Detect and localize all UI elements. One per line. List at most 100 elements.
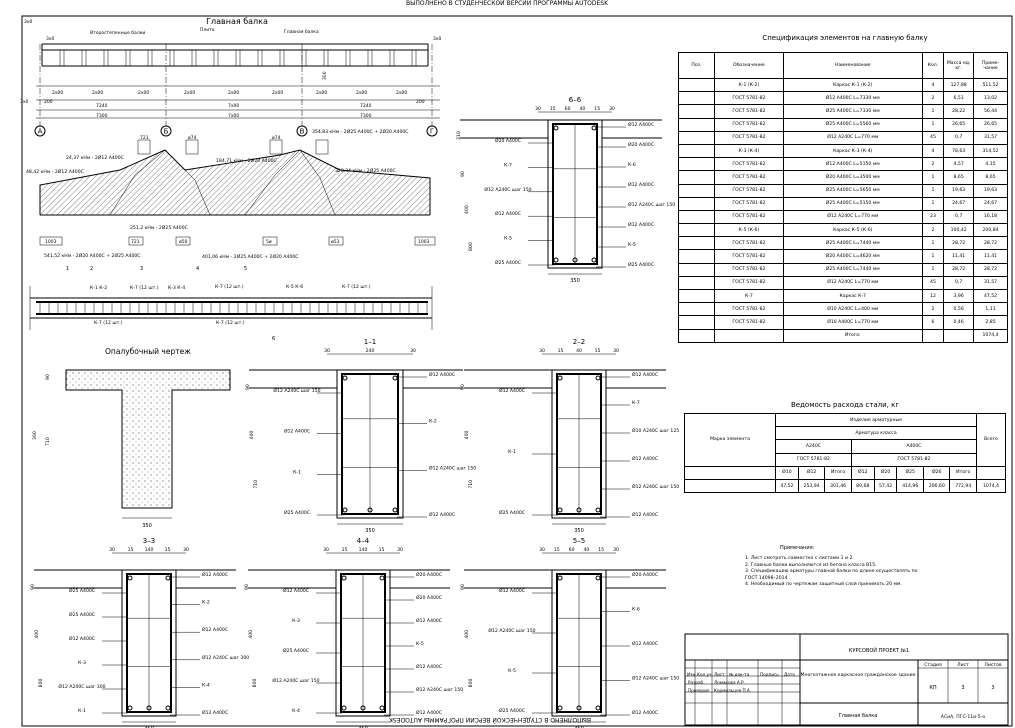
callout-moment-3: 184,71 кНм - 2Ø20 А400С	[216, 157, 277, 164]
spec-cell: 1	[921, 196, 945, 211]
spec-cell: 3,96	[943, 288, 975, 304]
section-top-dim: 15	[595, 348, 601, 354]
section-top-dim: 30	[609, 106, 615, 112]
steel-value: 1074,4	[976, 478, 1006, 494]
section-top-dim: 15	[165, 547, 171, 553]
section-callout-right: Ø12 А400С	[202, 626, 228, 633]
spec-cell: Ø12 А400С L=5150 мм	[782, 157, 923, 172]
section-top-dim: 30	[410, 348, 416, 354]
tb-role-1: Разраб.	[688, 680, 704, 685]
callout-moment-2: 48,42 кНм - 2Ø12 А400С	[26, 168, 84, 175]
section-title: 3–3	[143, 537, 155, 545]
spec-header-note: Приме- чание	[973, 52, 1008, 79]
section-callout-right: Ø12 А240С шаг 150	[416, 686, 463, 693]
section-side-dim: 90	[460, 384, 466, 390]
spec-cell: 78,63	[943, 143, 975, 159]
callout-moment-6: 251,2 кНм - 2Ø25 А400С	[130, 224, 188, 231]
spec-cell: Каркас К-5 (К-6)	[782, 223, 923, 238]
spec-cell: 4,57	[943, 157, 975, 172]
spec-cell	[678, 236, 715, 251]
spec-cell: 1074,4	[973, 328, 1008, 343]
axis-v: В	[300, 128, 305, 136]
section-callout-left: Ø12 А240С шаг 150	[273, 387, 320, 394]
spec-cell: 8,65	[973, 170, 1008, 185]
mark-7: 721	[140, 135, 149, 141]
dim-support-2: 200	[416, 99, 425, 105]
steel-diam-header: Ø20	[873, 465, 898, 480]
steel-gost-a240: ГОСТ 5781-82	[775, 452, 852, 467]
section-callout-right: Ø20 А400С	[416, 571, 442, 578]
section-callout-right: К-6	[628, 162, 636, 168]
section-callout-right: Ø12 А400С	[632, 640, 658, 647]
spec-cell: 0,46	[943, 315, 975, 330]
spec-cell: Ø12 А240С L=770 мм	[782, 209, 923, 225]
tb-col-list: Лист	[714, 672, 725, 677]
section-top-dim: 40	[583, 547, 589, 553]
section-callout-left: К-7	[504, 162, 512, 168]
material-diagram: 24,37 кНм - 2Ø12 А400С 48,42 кНм - 2Ø12 …	[26, 128, 436, 260]
dim-span-1: 2х00	[52, 90, 63, 96]
callout-moment-4: 320,34 кНм - 2Ø25 А400С	[335, 167, 396, 174]
formwork-title: Опалубочный чертеж	[105, 347, 191, 356]
section-top-dim: 60	[565, 106, 571, 112]
spec-cell: Ø10 А240С L=400 мм	[782, 302, 923, 317]
title-sheet: 3	[961, 685, 964, 691]
steel-diam-header: Итого	[824, 465, 852, 480]
steel-class-header: Арматура класса	[775, 426, 977, 441]
tb-name-1: Ломакова А.Р.	[714, 680, 745, 685]
mark-2: 721	[131, 239, 140, 245]
spec-cell	[678, 288, 715, 304]
dim-bay-1: 7240	[96, 103, 108, 109]
spec-cell: 11,41	[973, 249, 1008, 264]
section-side-dim: 90	[245, 384, 251, 390]
section-top-dim: 30	[323, 547, 329, 553]
section-side-dim: 800	[252, 678, 258, 687]
spec-cell: 2	[921, 302, 945, 317]
spec-table-title: Спецификация элементов на главную балку	[762, 34, 928, 42]
section-side-dim: 400	[34, 630, 40, 639]
section-callout-right: К-2	[202, 600, 210, 606]
frame-label-8: К-7 (12 шт.)	[216, 320, 245, 326]
spec-cell: К-3 (К-4)	[713, 143, 784, 159]
section-callout-right: К-2	[429, 419, 437, 425]
spec-row: Итого:1074,4	[678, 328, 1008, 343]
section-callout-left: К-1	[78, 708, 86, 714]
section-callout-left: К-3	[78, 660, 86, 666]
section-title: 5–5	[573, 537, 585, 545]
spec-cell: 26,65	[943, 117, 975, 132]
spec-cell: 31,57	[973, 130, 1008, 145]
section-callout-left: Ø12 А400С	[283, 587, 309, 594]
spec-cell: ГОСТ 5781-82	[713, 236, 784, 251]
section-callout-right: Ø12 А400С	[202, 571, 228, 578]
steel-value: 414,96	[896, 478, 924, 494]
section-side-dim: 400	[464, 630, 470, 639]
section-callout-right: Ø12 А240С шаг 150	[429, 464, 476, 471]
steel-class-a400: А400С	[850, 439, 978, 454]
title-sheets-label: Листов	[984, 662, 1001, 668]
steel-value: 253,94	[797, 478, 826, 494]
section-side-dim: 710	[253, 480, 259, 489]
spec-cell: 0,56	[943, 302, 975, 317]
section-top-dim: 15	[598, 547, 604, 553]
section-top-dim: 30	[539, 348, 545, 354]
spec-header-mass: Масса ед. кг.	[943, 52, 975, 79]
note-item: 3. Спецификацию арматуры главной балки п…	[745, 569, 918, 581]
section-callout-left: Ø12 А240С шаг 300	[58, 683, 105, 690]
dim-slab-1: 3х0	[24, 19, 33, 25]
formwork-dim-1: 90	[45, 374, 51, 380]
dim-bay-3: 7240	[360, 103, 372, 109]
spec-cell: 31,57	[973, 275, 1008, 291]
spec-cell: К-7	[713, 288, 784, 304]
dim-axis-1: 7300	[96, 113, 108, 119]
section-top-dim: 30	[324, 348, 330, 354]
label-main-beam: Главная балка	[284, 29, 319, 35]
spec-cell	[921, 328, 945, 343]
steel-mark-header: Марка элемента	[684, 413, 776, 467]
spec-cell: 127,88	[943, 77, 975, 93]
section-top-dim: 15	[558, 348, 564, 354]
section-side-dim: 90	[460, 171, 466, 177]
notes-title: Примечания:	[780, 545, 815, 551]
